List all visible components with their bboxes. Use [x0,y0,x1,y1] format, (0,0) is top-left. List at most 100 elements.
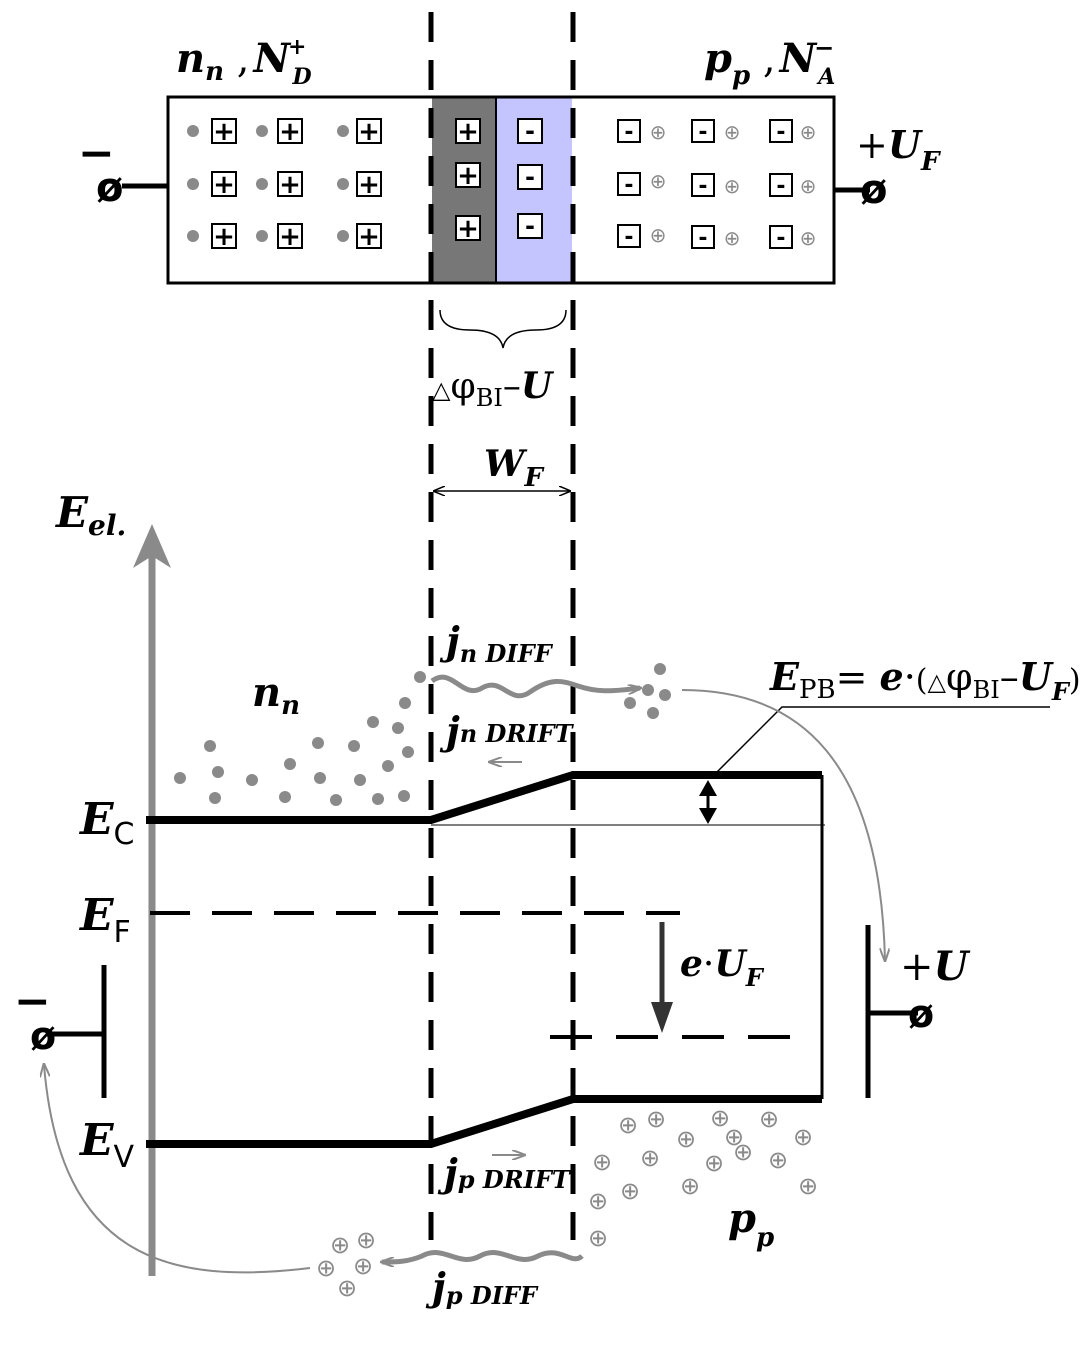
donor-ion: + [455,161,481,191]
hole: ⊕ [650,223,667,247]
svg-text:⊕: ⊕ [676,1125,696,1153]
donor-ion: + [356,117,382,147]
acceptor-ion: - [617,172,641,198]
svg-text:⊕: ⊕ [337,1274,357,1302]
terminal-symbol: ø [30,1014,56,1058]
svg-text:+: + [457,161,479,191]
donor-ion: + [211,170,237,200]
electron-distribution [174,671,426,806]
svg-text:+: + [457,117,479,147]
svg-text:⊕: ⊕ [759,1105,779,1133]
energy-axis-arrowhead [133,524,171,568]
svg-text:⊕: ⊕ [588,1187,608,1215]
svg-text:-: - [624,225,633,250]
energy-axis-label: Eel. [55,488,126,542]
acceptor-ion: - [517,212,543,240]
svg-text:+: + [358,117,380,147]
acceptor-ion: - [769,225,793,251]
svg-text:+: + [279,170,301,200]
hole: ⊕ [800,174,817,198]
depletion-brace [439,309,567,349]
svg-text:-: - [698,226,707,251]
svg-text:⊕: ⊕ [710,1104,730,1132]
svg-text:-: - [525,212,535,240]
svg-text:⊕: ⊕ [680,1172,700,1200]
barrier-energy-label: EPB= e·(△φBI–UF) [769,654,1081,706]
svg-text:-: - [525,163,535,191]
n-region-label: nn ,N+D [176,34,312,90]
injected-electrons [624,663,671,719]
conduction-band-edge [146,771,822,824]
band-voltage-label: +U [900,943,971,990]
potential-drop-label: △φBI–U [432,365,555,412]
svg-text:⊕: ⊕ [316,1254,336,1282]
svg-text:-: - [776,226,785,251]
valence-band-label: EV [78,1115,135,1175]
svg-text:⊕: ⊕ [646,1105,666,1133]
svg-text:⊕: ⊕ [330,1231,350,1259]
electron-return-path [681,689,885,960]
svg-text:+: + [279,222,301,252]
electron-diffusion-current-label: jn DIFF [439,618,554,668]
electron-diffusion-wave [430,674,640,699]
svg-text:+: + [358,170,380,200]
acceptor-ion: - [691,119,715,145]
svg-text:+: + [457,214,479,244]
acceptor-ion: - [769,119,793,145]
band-right-terminal: ø +U [865,925,971,1098]
terminal-symbol: ø [860,167,887,213]
donor-ion: + [211,222,237,252]
donor-ion: + [277,170,303,200]
negative-sign: − [14,976,51,1027]
svg-text:⊕: ⊕ [704,1149,724,1177]
hole: ⊕ [724,120,741,144]
terminal-symbol: ø [908,992,934,1036]
device-schematic: + + + + + + + [78,33,941,493]
hole: ⊕ [800,226,817,250]
device-left-terminal: − ø [78,128,168,211]
svg-text:-: - [624,173,633,198]
svg-text:⊕: ⊕ [724,1123,744,1151]
acceptor-ion: - [769,173,793,199]
electron-label: nn [252,669,300,721]
svg-text:-: - [698,174,707,199]
forward-voltage-label: +UF [856,122,941,177]
svg-text:-: - [776,120,785,145]
donor-ion: + [356,170,382,200]
svg-text:⊕: ⊕ [733,1138,753,1166]
hole: ⊕ [724,226,741,250]
barrier-leader-line [711,706,1050,778]
svg-text:⊕: ⊕ [356,1226,376,1254]
svg-text:⊕: ⊕ [592,1148,612,1176]
donor-ion: + [455,117,481,147]
hole: ⊕ [724,174,741,198]
svg-text:⊕: ⊕ [793,1123,813,1151]
p-region-label: pp ,N−A [704,33,835,91]
svg-text:+: + [358,222,380,252]
donor-ion: + [356,222,382,252]
band-left-terminal: − ø [14,965,107,1098]
svg-text:⊕: ⊕ [588,1224,608,1252]
band-diagram: Eel. e·UF EPB= e·(△φBI–UF) EC EF [14,488,1081,1310]
acceptor-ion: - [691,225,715,251]
p-region-charges: - ⊕ - ⊕ - ⊕ - ⊕ - ⊕ [617,119,817,251]
hole: ⊕ [650,169,667,193]
svg-text:⊕: ⊕ [618,1111,638,1139]
acceptor-ion: - [517,163,543,191]
svg-text:+: + [279,117,301,147]
hole-distribution: ⊕ ⊕ ⊕ ⊕ ⊕ ⊕ ⊕ ⊕ ⊕ ⊕ ⊕ ⊕ ⊕ ⊕ ⊕ ⊕ ⊕ [588,1104,818,1252]
svg-text:⊕: ⊕ [798,1172,818,1200]
hole-diffusion-current-label: jp DIFF [425,1264,539,1310]
svg-text:-: - [525,117,535,145]
hole-label: pp [728,1195,774,1253]
depletion-width-label: WF [484,443,544,493]
donor-ion: + [211,117,237,147]
hole-drift-current-label: jp DRIFT [437,1150,572,1195]
hole: ⊕ [650,120,667,144]
svg-text:-: - [776,174,785,199]
donor-ion: + [277,222,303,252]
fermi-shift-label: e·UF [680,943,765,992]
acceptor-ion: - [617,119,641,145]
n-region-charges: + + + + + + + [187,117,382,252]
